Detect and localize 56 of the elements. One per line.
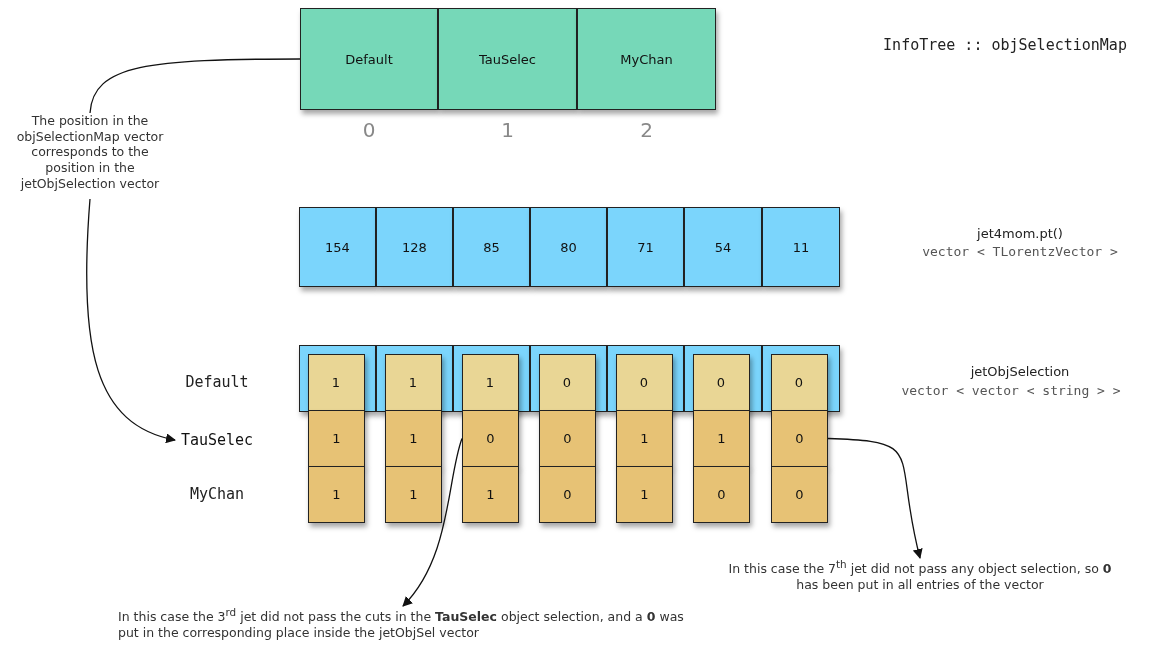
flag-cell: 0 [693, 466, 750, 523]
row-label: Default [184, 373, 250, 391]
flag-cell: 1 [308, 466, 365, 523]
map-entry-cell: Default [300, 8, 438, 110]
map-entry-cell: MyChan [577, 8, 716, 110]
value-cell: 128 [376, 207, 453, 287]
type-label: InfoTree :: objSelectionMap [882, 36, 1128, 54]
type-label: vector < vector < string > > [900, 383, 1122, 398]
flag-cell: 1 [307, 353, 365, 411]
flag-cell: 0 [771, 410, 828, 467]
vector-slot [607, 345, 684, 412]
vector-slot [530, 345, 607, 412]
value-cell: 11 [762, 207, 840, 287]
flag-cell: 1 [384, 353, 442, 411]
flag-cell: 1 [308, 410, 365, 467]
flag-cell: 0 [771, 466, 828, 523]
curved-arrow [827, 437, 923, 559]
curved-arrow [85, 198, 176, 443]
index-number: 0 [361, 118, 377, 142]
index-number: 2 [639, 118, 654, 142]
curved-arrow [402, 437, 463, 607]
flag-cell: 1 [385, 466, 442, 523]
flag-cell: 0 [539, 466, 596, 523]
vector-slot [299, 345, 376, 412]
annotation-text: In this case the 3$^{rd}$ jet did not pass the cuts in the TauSelec object selection, and a 0 was put in the corresponding place inside the jetObjSel vector [118, 606, 688, 646]
flag-cell: 1 [385, 410, 442, 467]
flag-cell: 0 [539, 410, 596, 467]
value-cell: 85 [453, 207, 530, 287]
flag-cell: 0 [538, 353, 596, 411]
flag-cell: 0 [692, 353, 750, 411]
row-label: TauSelec [175, 430, 259, 450]
flag-cell: 1 [462, 466, 519, 523]
vector-slot [376, 345, 453, 412]
vector-slot [684, 345, 762, 412]
vector-slot [453, 345, 530, 412]
flag-cell: 1 [461, 353, 519, 411]
value-cell: 71 [607, 207, 684, 287]
map-entry-cell: TauSelec [438, 8, 577, 110]
flag-cell: 0 [770, 353, 828, 411]
flag-cell: 1 [616, 466, 673, 523]
index-number: 1 [500, 118, 515, 142]
flag-cell: 0 [462, 410, 519, 467]
value-cell: 54 [684, 207, 762, 287]
value-cell: 154 [299, 207, 376, 287]
annotation-text: The position in the objSelectionMap vector corresponds to the position in the jetObjSelection vector [5, 113, 175, 199]
row-label: MyChan [188, 485, 246, 503]
variable-name: jet4mom.pt() [975, 226, 1064, 241]
annotation-text: In this case the 7$^{th}$ jet did not pass any object selection, so 0 has been put in all entries of the vector [720, 558, 1120, 598]
vector-slot [762, 345, 840, 412]
flag-cell: 0 [615, 353, 673, 411]
flag-cell: 1 [616, 410, 673, 467]
type-label: vector < TLorentzVector > [921, 244, 1119, 259]
leader-line [89, 58, 301, 114]
flag-cell: 1 [693, 410, 750, 467]
value-cell: 80 [530, 207, 607, 287]
variable-name: jetObjSelection [969, 364, 1071, 379]
